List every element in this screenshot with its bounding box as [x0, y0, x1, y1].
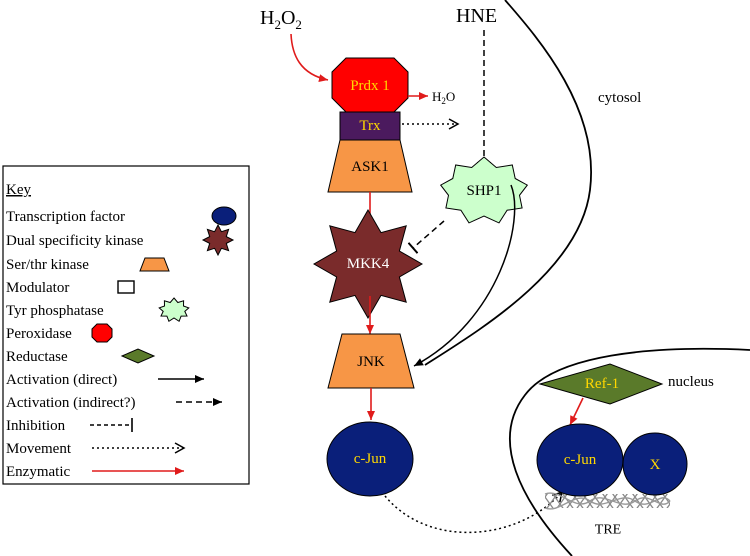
key-symbol-trapezoid [139, 257, 170, 272]
mkk4-star [312, 208, 424, 320]
jnk-label: JNK [357, 354, 385, 370]
key-title: Key [6, 182, 31, 198]
key-label-rect: Modulator [6, 280, 69, 296]
x-factor-ellipse [622, 432, 688, 496]
shp1-burst [439, 156, 529, 224]
hne-label: HNE [456, 5, 497, 27]
key-label-arrow-dashed: Activation (indirect?) [6, 395, 136, 411]
key-label-burst: Tyr phosphatase [6, 303, 104, 319]
key-box [2, 165, 250, 485]
h2o2-label: H2O2 [260, 7, 302, 32]
ref1-to-cjun-arrow [569, 397, 584, 426]
key-symbol-diamond [120, 348, 156, 364]
ask1-label: ASK1 [351, 159, 389, 175]
tre-label: TRE [595, 523, 621, 538]
shp1-label: SHP1 [466, 183, 501, 199]
jnk-trapezoid [327, 333, 415, 389]
key-label-octagon: Peroxidase [6, 326, 72, 342]
key-label-arrow-solid: Activation (direct) [6, 372, 117, 388]
tre-dna [545, 494, 670, 508]
nuclear-envelope [509, 347, 750, 556]
cjun-cytosol-ellipse [326, 421, 414, 497]
ask1-trapezoid [327, 139, 413, 193]
tre-strand-2 [544, 497, 671, 510]
key-label-diamond: Reductase [6, 349, 68, 365]
key-symbol-rect [117, 280, 135, 294]
x-factor-label: X [650, 457, 661, 473]
shp1-inhibits-mkk4 [407, 220, 445, 254]
key-label-ellipse: Transcription factor [6, 209, 125, 225]
mkk4-label: MKK4 [347, 256, 390, 272]
cytosol-label: cytosol [598, 90, 641, 106]
cjun-cytosol-label: c-Jun [354, 451, 387, 467]
key-label-trapezoid: Ser/thr kinase [6, 257, 89, 273]
key-label-star: Dual specificity kinase [6, 233, 144, 249]
cell-membrane [424, 0, 592, 366]
key-symbol-burst [158, 297, 190, 323]
key-label-arrow-red: Enzymatic [6, 464, 70, 480]
trx-box [339, 111, 401, 141]
cjun-nucleus-label: c-Jun [564, 452, 597, 468]
ref1-label: Ref-1 [585, 376, 619, 392]
nucleus-label: nucleus [668, 374, 714, 390]
h2o2-to-prdx1-arrow [290, 33, 329, 83]
key-symbol-star [201, 223, 235, 257]
trx-label: Trx [359, 118, 381, 134]
key-label-inhibit-dashed: Inhibition [6, 418, 66, 434]
key-symbol-octagon [91, 323, 113, 343]
key-symbol-ellipse [211, 206, 237, 226]
shp1-to-jnk-arrow [413, 184, 516, 367]
ref1-diamond [538, 363, 664, 405]
h2o-label: H2O [432, 89, 455, 106]
prdx1-label: Prdx 1 [350, 78, 390, 94]
key-label-arrow-dotted: Movement [6, 441, 72, 457]
cjun-translocation-arrow [384, 490, 564, 534]
